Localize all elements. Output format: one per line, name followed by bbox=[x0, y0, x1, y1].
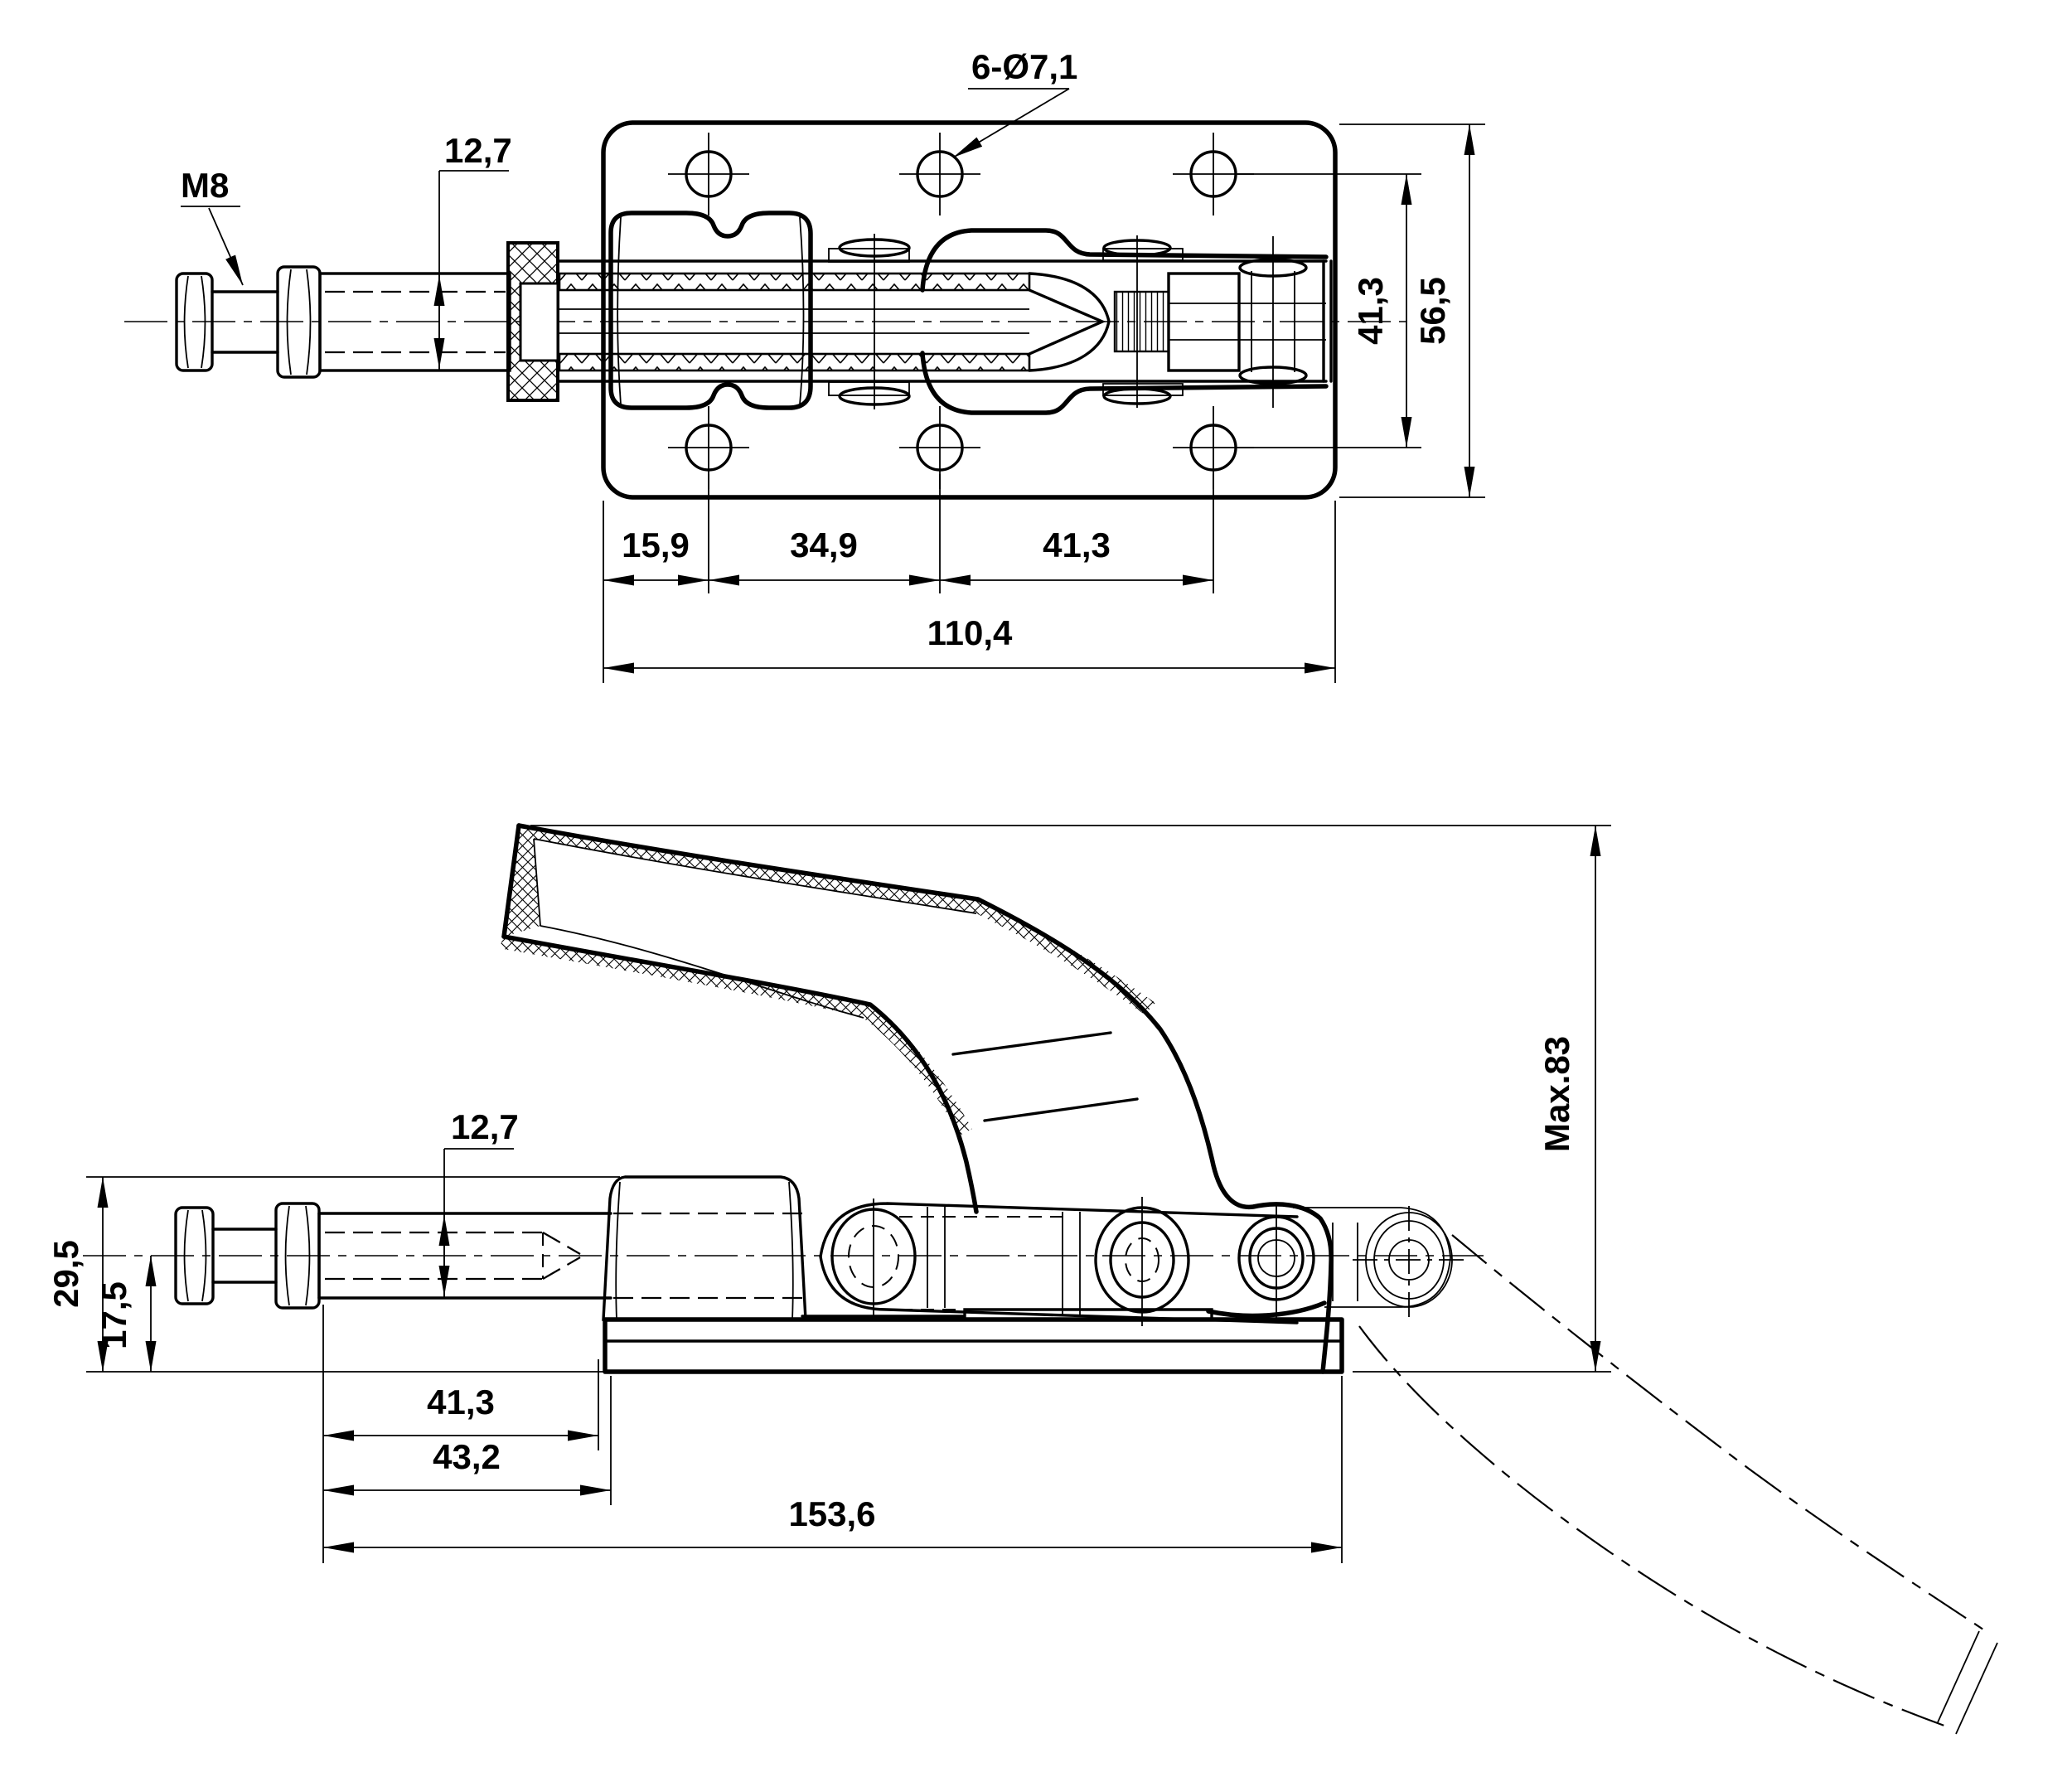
label-thread: M8 bbox=[181, 166, 229, 205]
hex-head bbox=[174, 1206, 215, 1305]
spindle-assembly bbox=[175, 241, 559, 402]
label-rod-diameter: 12,7 bbox=[444, 131, 512, 170]
label-holes-note: 6-Ø7,1 bbox=[971, 47, 1077, 86]
label-axis-height: 17,5 bbox=[94, 1281, 133, 1349]
bend-mark bbox=[983, 1097, 1139, 1122]
bend-mark bbox=[951, 1031, 1112, 1056]
mounting-hole bbox=[899, 133, 980, 215]
label-rod-diameter-side: 12,7 bbox=[451, 1107, 519, 1146]
handle-bottom-edge bbox=[501, 934, 979, 1214]
mounting-hole bbox=[899, 406, 980, 489]
dim-axis-height: 17,5 bbox=[94, 1256, 157, 1372]
label-left-hole-offset: 15,9 bbox=[622, 525, 690, 564]
threaded-rail-bottom bbox=[558, 352, 1031, 372]
mounting-hole bbox=[668, 133, 749, 215]
dim-max-height: Max.83 bbox=[530, 825, 1611, 1373]
dim-overall-length: 153,6 bbox=[323, 1376, 1343, 1563]
label-boss-height: 29,5 bbox=[46, 1240, 85, 1308]
dim-plate-width: 110,4 bbox=[603, 501, 1336, 683]
link-plate bbox=[819, 1202, 1299, 1324]
label-hole-pitch-b: 41,3 bbox=[1043, 525, 1111, 564]
mounting-base-side bbox=[602, 1175, 1344, 1374]
base-bar bbox=[603, 1317, 1344, 1374]
hex-nut-facets bbox=[286, 269, 312, 375]
hex-head bbox=[175, 272, 214, 372]
yoke-block bbox=[1167, 272, 1241, 372]
handle-top-edge bbox=[516, 823, 1334, 1374]
dim-rod-to-base: 43,2 bbox=[323, 1376, 612, 1505]
handle-boss-bottom bbox=[1206, 1300, 1327, 1319]
handle-open-position-phantom bbox=[1358, 1234, 1998, 1735]
cover-plate-top bbox=[920, 228, 1329, 293]
dim-hole-rows: 41,3 bbox=[1237, 173, 1421, 448]
cover-body-arcs bbox=[617, 216, 805, 405]
bushing-slot bbox=[519, 282, 559, 362]
spindle-assembly-side bbox=[174, 1202, 811, 1310]
threaded-rail-top bbox=[558, 272, 1031, 292]
label-hole-pitch-a: 34,9 bbox=[790, 525, 858, 564]
dim-hole-chain: 15,9 34,9 41,3 bbox=[603, 474, 1214, 683]
cover-body bbox=[608, 211, 813, 410]
label-rod-extension: 41,3 bbox=[427, 1383, 495, 1421]
label-hole-rows: 41,3 bbox=[1351, 277, 1390, 345]
clamp-mechanism bbox=[558, 211, 1333, 415]
base-plate bbox=[601, 120, 1338, 500]
dimensions-side: 12,7 29,5 17,5 41,3 bbox=[46, 825, 1611, 1563]
grip-cap-edge bbox=[501, 823, 521, 939]
label-overall-length: 153,6 bbox=[788, 1494, 875, 1533]
pivot-pin bbox=[1237, 1203, 1315, 1318]
grip-hatch-top bbox=[519, 826, 1155, 1014]
label-plate-width: 110,4 bbox=[927, 613, 1013, 652]
top-view: M8 12,7 6-Ø7,1 41,3 bbox=[124, 47, 1485, 683]
dim-rod-diameter-side: 12,7 bbox=[438, 1107, 519, 1297]
label-rod-to-base: 43,2 bbox=[433, 1437, 501, 1476]
dim-rod-extension: 41,3 bbox=[322, 1305, 599, 1563]
hex-head-facets bbox=[183, 275, 206, 369]
label-plate-height: 56,5 bbox=[1413, 277, 1452, 345]
roller-end bbox=[1238, 236, 1333, 408]
grip-hatch-bottom bbox=[499, 937, 972, 1136]
dim-holes-note: 6-Ø7,1 bbox=[952, 47, 1077, 158]
dim-thread: M8 bbox=[181, 166, 244, 286]
grip-lining bbox=[533, 838, 977, 1019]
handle bbox=[499, 823, 1334, 1374]
rear-bracket bbox=[1293, 1206, 1467, 1318]
pivot-pin bbox=[1094, 1197, 1190, 1326]
dimensions-top: M8 12,7 6-Ø7,1 41,3 bbox=[181, 47, 1485, 683]
link-assembly bbox=[819, 1197, 1467, 1326]
grip-hatch-cap bbox=[504, 826, 540, 937]
pin-cap bbox=[828, 234, 911, 409]
dim-plate-height: 56,5 bbox=[1339, 123, 1485, 498]
pivot-roller bbox=[830, 1198, 917, 1316]
dim-rod-diameter: 12,7 bbox=[433, 131, 512, 370]
side-view: 12,7 29,5 17,5 41,3 bbox=[46, 823, 1998, 1735]
label-max-height: Max.83 bbox=[1537, 1036, 1576, 1152]
threaded-section bbox=[1113, 290, 1170, 353]
dim-boss-height: 29,5 bbox=[46, 1176, 620, 1373]
clevis-fork bbox=[1028, 288, 1106, 356]
cover-plate-bottom bbox=[920, 351, 1329, 415]
